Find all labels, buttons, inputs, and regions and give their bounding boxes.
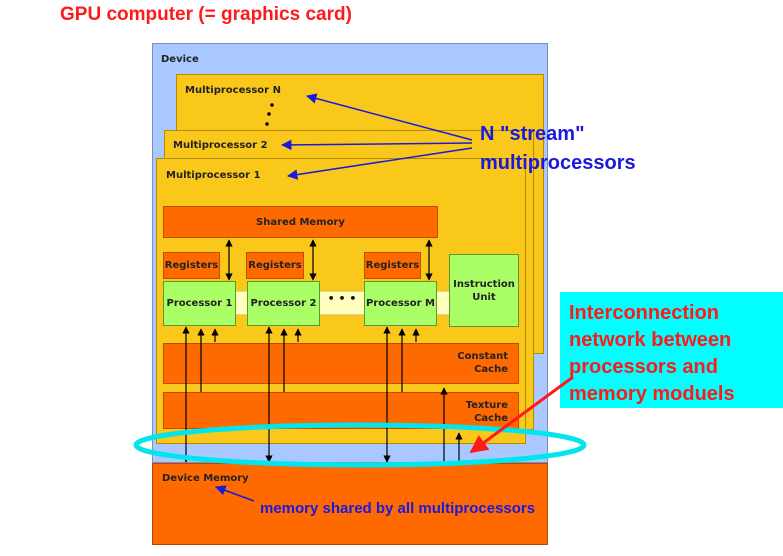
memory-shared-note: memory shared by all multiprocessors (260, 500, 536, 517)
multiprocessor-2-label: Multiprocessor 2 (173, 140, 268, 151)
device-memory-box: Device Memory (152, 463, 548, 545)
stream-note-line1: N "stream" (480, 123, 585, 145)
texture-cache-label: Texture Cache (465, 400, 508, 424)
processor-memory-arrows (182, 326, 463, 463)
processor-ellipsis: • • • (327, 291, 357, 305)
interconnect-note: Interconnection network between processo… (569, 300, 735, 408)
multiprocessor-1-label: Multiprocessor 1 (166, 170, 261, 181)
multiprocessor-n-label: Multiprocessor N (185, 85, 281, 96)
constant-cache-box: Constant Cache (163, 343, 519, 384)
processor-m-box: Processor M (364, 281, 437, 326)
instruction-unit-box: Instruction Unit (449, 254, 519, 327)
stream-arrows (215, 93, 473, 502)
diagram-title: GPU computer (= graphics card) (60, 4, 352, 25)
registers-box-m: Registers (364, 252, 421, 279)
registers-box-2: Registers (246, 252, 304, 279)
processor-1-box: Processor 1 (163, 281, 236, 326)
interconnect-line3: processors and (569, 356, 718, 378)
interconnect-line4: memory moduels (569, 383, 735, 405)
processor-2-box: Processor 2 (247, 281, 320, 326)
interconnect-arrow (469, 375, 574, 454)
interconnect-ellipse (133, 422, 587, 468)
device-memory-label: Device Memory (162, 473, 249, 484)
shared-memory-box: Shared Memory (163, 206, 438, 238)
multiprocessor-dots (265, 103, 274, 126)
stream-multiprocessors-note: N "stream" multiprocessors (480, 120, 636, 178)
device-label: Device (161, 54, 199, 65)
stream-note-line2: multiprocessors (480, 152, 636, 174)
shared-memory-arrows (225, 239, 433, 281)
interconnect-callout-box: Interconnection network between processo… (560, 292, 783, 408)
constant-cache-label: Constant Cache (457, 351, 508, 375)
interconnect-line1: Interconnection (569, 302, 720, 324)
interconnect-line2: network between (569, 329, 732, 351)
registers-box-1: Registers (163, 252, 220, 279)
